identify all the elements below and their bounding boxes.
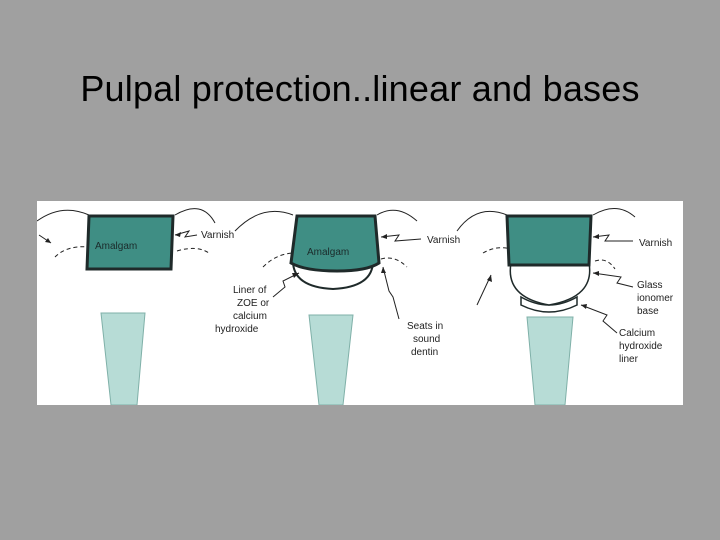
- dej-dashed-line: [380, 257, 408, 268]
- arrowhead: [175, 232, 181, 237]
- leader-line: [592, 272, 634, 288]
- amalgam-restoration: [505, 214, 593, 267]
- pulp-chamber: [100, 312, 146, 405]
- restoration-label: Amalgam: [307, 247, 349, 258]
- arrowhead: [292, 273, 299, 278]
- callout-varnish: Varnish: [427, 235, 460, 246]
- amalgam-restoration: [85, 214, 175, 271]
- glass-ionomer-base: [509, 262, 591, 306]
- cusp-outline-right: [376, 209, 418, 222]
- panel-2: Amalgam Varnish Liner of ZOE or calcium …: [215, 209, 460, 405]
- panel-3: Varnish Glass ionomer base Calcium hydro…: [456, 208, 674, 405]
- leader-line: [592, 234, 633, 242]
- leader-line: [174, 230, 198, 238]
- dej-dashed-line: [54, 246, 90, 258]
- callout-liner-3: calcium: [233, 311, 267, 322]
- panel-1: Amalgam Varnish: [37, 208, 234, 405]
- arrowhead: [581, 304, 587, 309]
- cusp-outline-left: [456, 211, 508, 232]
- callout-varnish: Varnish: [639, 238, 672, 249]
- arrowhead: [381, 234, 387, 239]
- calcium-hydroxide-liner: [520, 295, 578, 313]
- restoration-label: Amalgam: [95, 241, 137, 252]
- dej-dashed-line: [176, 247, 210, 254]
- arrowhead: [593, 271, 599, 276]
- dej-dashed-line: [262, 252, 296, 268]
- slide-title: Pulpal protection..linear and bases: [80, 68, 640, 109]
- tooth-restoration-diagram: Amalgam Varnish Amalgam: [37, 201, 683, 405]
- arrowhead: [381, 267, 386, 273]
- callout-liner-1: Liner of: [233, 285, 267, 296]
- cusp-outline-right: [592, 208, 636, 218]
- callout-seats-2: sound: [413, 334, 440, 345]
- cusp-outline-right: [174, 208, 216, 224]
- dej-dashed-line: [594, 259, 616, 270]
- callout-liner-3: liner: [619, 354, 639, 365]
- dej-dashed-line: [482, 247, 512, 254]
- callout-seats-1: Seats in: [407, 321, 443, 332]
- cusp-outline-left: [37, 209, 90, 222]
- arrowhead: [487, 275, 492, 282]
- arrowhead: [45, 238, 51, 243]
- pulp-chamber: [308, 314, 354, 405]
- cusp-outline-left: [234, 210, 294, 232]
- leader-line: [272, 272, 300, 298]
- callout-base-3: base: [637, 306, 659, 317]
- amalgam-restoration: [289, 214, 381, 273]
- callout-liner-1: Calcium: [619, 328, 655, 339]
- callout-liner-4: hydroxide: [215, 324, 259, 335]
- leader-line: [580, 304, 618, 334]
- pulp-chamber: [526, 316, 574, 405]
- leader-line: [380, 234, 422, 242]
- callout-liner-2: ZOE or: [237, 298, 270, 309]
- leader-line: [382, 266, 400, 320]
- callout-base-1: Glass: [637, 280, 663, 291]
- arrowhead: [593, 234, 599, 239]
- callout-varnish: Varnish: [201, 230, 234, 241]
- callout-liner-2: hydroxide: [619, 341, 663, 352]
- callout-base-2: ionomer: [637, 293, 674, 304]
- callout-seats-3: dentin: [411, 347, 438, 358]
